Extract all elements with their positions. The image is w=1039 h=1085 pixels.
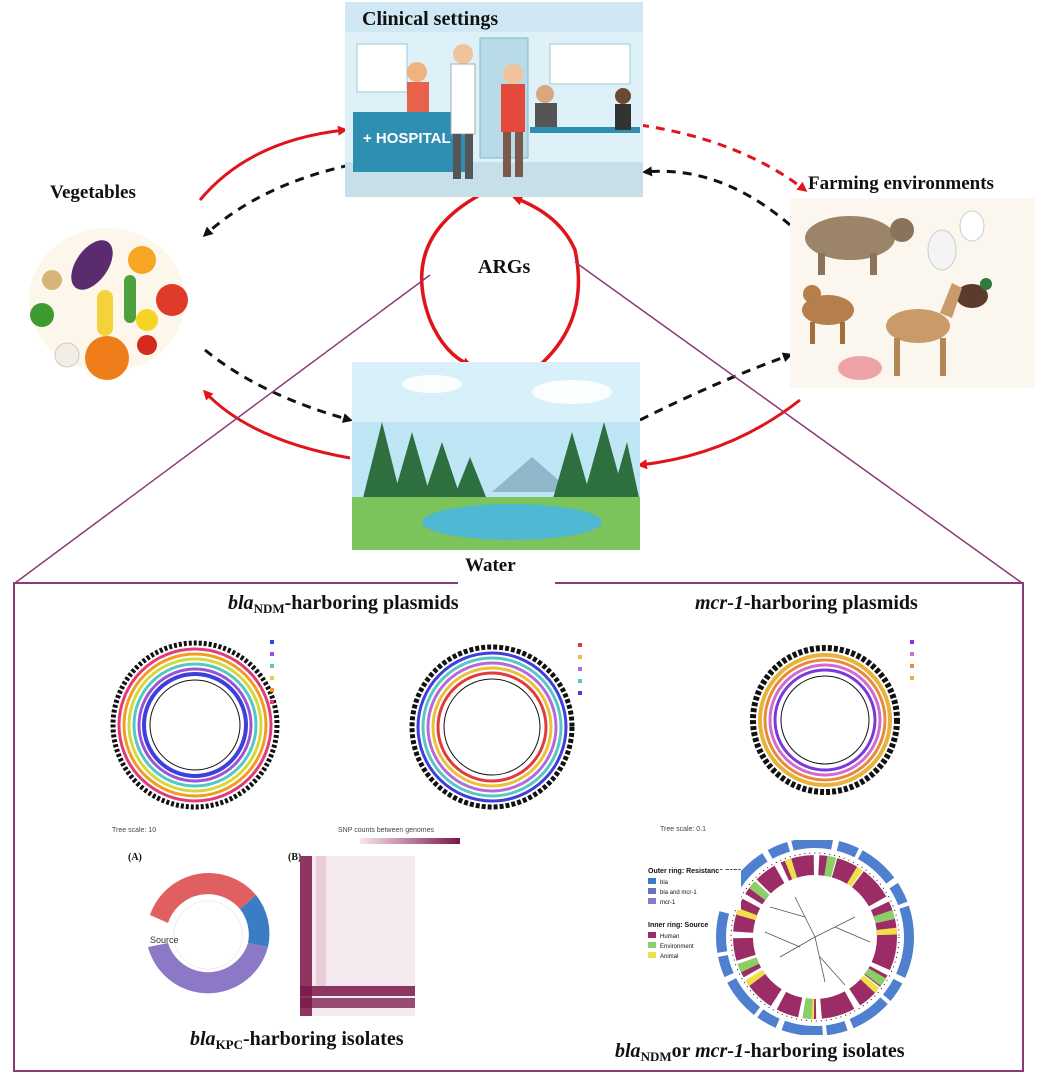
frame-top-left [13, 582, 458, 584]
plasmid-map-center [409, 643, 582, 810]
legend-outer-mcr: mcr-1 [648, 898, 697, 908]
legend-inner-animal: Animal [648, 952, 694, 962]
yellow-pepper [136, 309, 158, 331]
snp-title: SNP counts between genomes [338, 827, 434, 834]
caption-ndm-mcr-isolates: blaNDMor mcr-1-harboring isolates [615, 1040, 905, 1064]
arrow-clinical-to-veg [202, 163, 351, 238]
arrow-veg-to-water [204, 348, 353, 423]
label-farming: Farming environments [808, 173, 994, 194]
arrow-water-to-farm [639, 352, 793, 422]
plasmid-legend-ndm [270, 640, 274, 704]
buffalo [805, 216, 895, 260]
args-loop-left [420, 194, 479, 368]
tree-scale-label: Tree scale: 0.1 [660, 826, 707, 833]
inner-ring-label: Inner ring: Source [648, 922, 709, 929]
legend-inner-human: Human [648, 932, 694, 942]
kpc-tree-scale: Tree scale: 10 [112, 827, 157, 834]
frame-line-right [574, 261, 1023, 584]
legend-outer: bla bla and mcr-1 mcr-1 [648, 878, 697, 908]
arrow-farm-to-water [637, 398, 801, 470]
detail-panel-frame [13, 582, 1024, 1072]
legend-inner-environment: Environment [648, 942, 694, 952]
arrow-water-to-veg [202, 389, 351, 460]
circular-tree-ndm-mcr [716, 840, 914, 1035]
outer-ring-label: Outer ring: Resistance gene [648, 868, 742, 875]
caption-ndm-plasmids: blaNDM-harboring plasmids [228, 592, 459, 616]
chicken-white [959, 210, 985, 242]
onion [54, 342, 80, 368]
label-args: ARGs [478, 256, 531, 278]
corn [97, 290, 113, 336]
caption-kpc-isolates: blaKPC-harboring isolates [190, 1028, 404, 1052]
snp-heatmap [300, 838, 460, 1016]
goat [802, 295, 854, 325]
kpc-label-a: (A) [128, 852, 142, 863]
eggplant [71, 240, 113, 290]
farming-illustration [790, 198, 1035, 388]
plasmid-legend-center [578, 643, 582, 695]
clinical-settings-illustration: + HOSPITAL [345, 2, 643, 197]
frame-line-left [14, 274, 431, 584]
label-clinical-settings: Clinical settings [362, 8, 499, 30]
pig [838, 356, 882, 380]
kpc-source-ring [148, 873, 270, 994]
vegetables-illustration [29, 228, 188, 380]
arrow-clinical-to-farm [639, 123, 808, 192]
kpc-label-b: (B) [288, 852, 302, 863]
caption-mcr-plasmids: mcr-1-harboring plasmids [695, 592, 918, 614]
tomato [156, 284, 188, 316]
hospital-sign: + HOSPITAL [363, 130, 451, 147]
arrow-veg-to-clinical [198, 125, 348, 201]
potato [42, 270, 62, 290]
plasmid-legend-mcr [910, 640, 914, 680]
label-vegetables: Vegetables [50, 182, 136, 203]
pumpkin [85, 336, 129, 380]
plasmid-map-ndm [110, 640, 280, 810]
pepper-green [30, 303, 54, 327]
horse [886, 309, 950, 343]
duck [956, 284, 988, 308]
legend-inner: Human Environment Animal [648, 932, 694, 962]
plasmid-map-mcr [750, 640, 914, 795]
cucumber [124, 275, 136, 323]
pepper-red [137, 335, 157, 355]
goose [927, 229, 957, 271]
legend-outer-both: bla and mcr-1 [648, 888, 697, 898]
args-loop-right [512, 195, 581, 367]
hospital-illustration [345, 2, 643, 197]
legend-outer-bla: bla [648, 878, 697, 888]
frame-top-right [555, 582, 1022, 584]
arrow-farm-to-clinical [642, 166, 791, 227]
label-water: Water [465, 555, 516, 576]
orange-veg [128, 246, 156, 274]
water-illustration [352, 362, 640, 550]
kpc-source-label: Source [150, 935, 179, 945]
